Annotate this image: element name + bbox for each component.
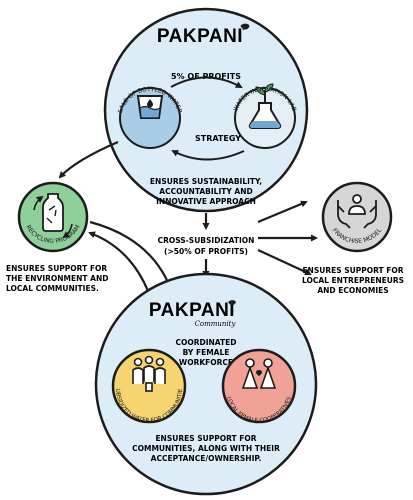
svg-text:ENSURES SUPPORT FOR: ENSURES SUPPORT FOR — [6, 264, 107, 273]
svg-text:INNOVATIVE APPROACH: INNOVATIVE APPROACH — [156, 197, 256, 206]
svg-text:THE ENVIRONMENT AND: THE ENVIRONMENT AND — [6, 274, 108, 283]
female-cooperatives-node: LOCAL FEMALE COOPERATIVES — [221, 348, 297, 424]
top-caption: ENSURES SUSTAINABILITY, ACCOUNTABILITY A… — [150, 177, 262, 206]
svg-text:COMMUNITIES, ALONG WITH THEIR: COMMUNITIES, ALONG WITH THEIR — [132, 444, 280, 453]
strategy-arrow — [171, 150, 245, 161]
franchise-caption: ENSURES SUPPORT FOR LOCAL ENTREPRENEURS … — [302, 266, 404, 295]
svg-text:COORDINATED: COORDINATED — [175, 338, 236, 347]
svg-text:ACCEPTANCE/OWNERSHIP.: ACCEPTANCE/OWNERSHIP. — [151, 454, 262, 463]
leaf-icon-bottom — [228, 300, 236, 306]
pakpani-community-circle — [94, 272, 318, 496]
community-script: Community — [195, 320, 237, 328]
arrow-to-franchise-upper — [257, 200, 308, 224]
svg-text:(>50% OF PROFITS): (>50% OF PROFITS) — [164, 247, 248, 256]
svg-text:CROSS-SUBSIDIZATION: CROSS-SUBSIDIZATION — [158, 236, 255, 245]
arrow-recycling-to-bottom — [89, 220, 172, 289]
recycling-program-node: RECYCLING PROGRAM — [17, 181, 89, 253]
svg-text:LOCAL COMMUNITIES.: LOCAL COMMUNITIES. — [6, 284, 99, 293]
recycling-caption: ENSURES SUPPORT FOR THE ENVIRONMENT AND … — [6, 264, 108, 293]
cross-subsidy-label: CROSS-SUBSIDIZATION (>50% OF PROFITS) — [158, 236, 255, 256]
svg-text:LOCAL ENTREPRENEURS: LOCAL ENTREPRENEURS — [302, 276, 404, 285]
profit-arrow — [170, 76, 243, 88]
arrow-to-franchise-lower — [257, 249, 312, 276]
pakpani-business-circle — [103, 7, 309, 213]
pakpani-brand-bottom: PAKPANI — [149, 300, 235, 321]
svg-text:AND ECONOMIES: AND ECONOMIES — [317, 286, 388, 295]
flask-plant-icon — [248, 83, 282, 129]
strategy-label: STRATEGY — [195, 134, 241, 143]
svg-text:ENSURES SUSTAINABILITY,: ENSURES SUSTAINABILITY, — [150, 177, 262, 186]
women-icon — [241, 358, 277, 389]
svg-text:WORKFORCE: WORKFORCE — [179, 358, 233, 367]
svg-text:ACCOUNTABILITY AND: ACCOUNTABILITY AND — [159, 187, 252, 196]
svg-text:ENSURES SUPPORT FOR: ENSURES SUPPORT FOR — [302, 266, 403, 275]
flow-arrows — [58, 140, 318, 292]
arrow-bottom-to-recycling — [88, 231, 150, 292]
bottled-water-node: SALE OF BOTTLED WATER — [117, 86, 183, 149]
leaf-icon — [240, 23, 250, 31]
coordinated-label: COORDINATED BY FEMALE WORKFORCE — [175, 338, 236, 367]
arrow-top-to-recycling — [58, 140, 119, 179]
svg-text:BY FEMALE: BY FEMALE — [183, 348, 230, 357]
franchise-model-node: FRANCHISE MODEL — [321, 181, 393, 253]
pakpani-brand-top: PAKPANI — [157, 26, 243, 47]
bottom-caption: ENSURES SUPPORT FOR COMMUNITIES, ALONG W… — [132, 434, 280, 463]
community-people-icon — [132, 355, 166, 392]
recycle-bottle-icon — [33, 193, 73, 239]
helping-hands-icon — [337, 194, 377, 229]
svg-text:ENSURES SUPPORT FOR: ENSURES SUPPORT FOR — [155, 434, 256, 443]
water-glass-icon — [136, 95, 164, 119]
